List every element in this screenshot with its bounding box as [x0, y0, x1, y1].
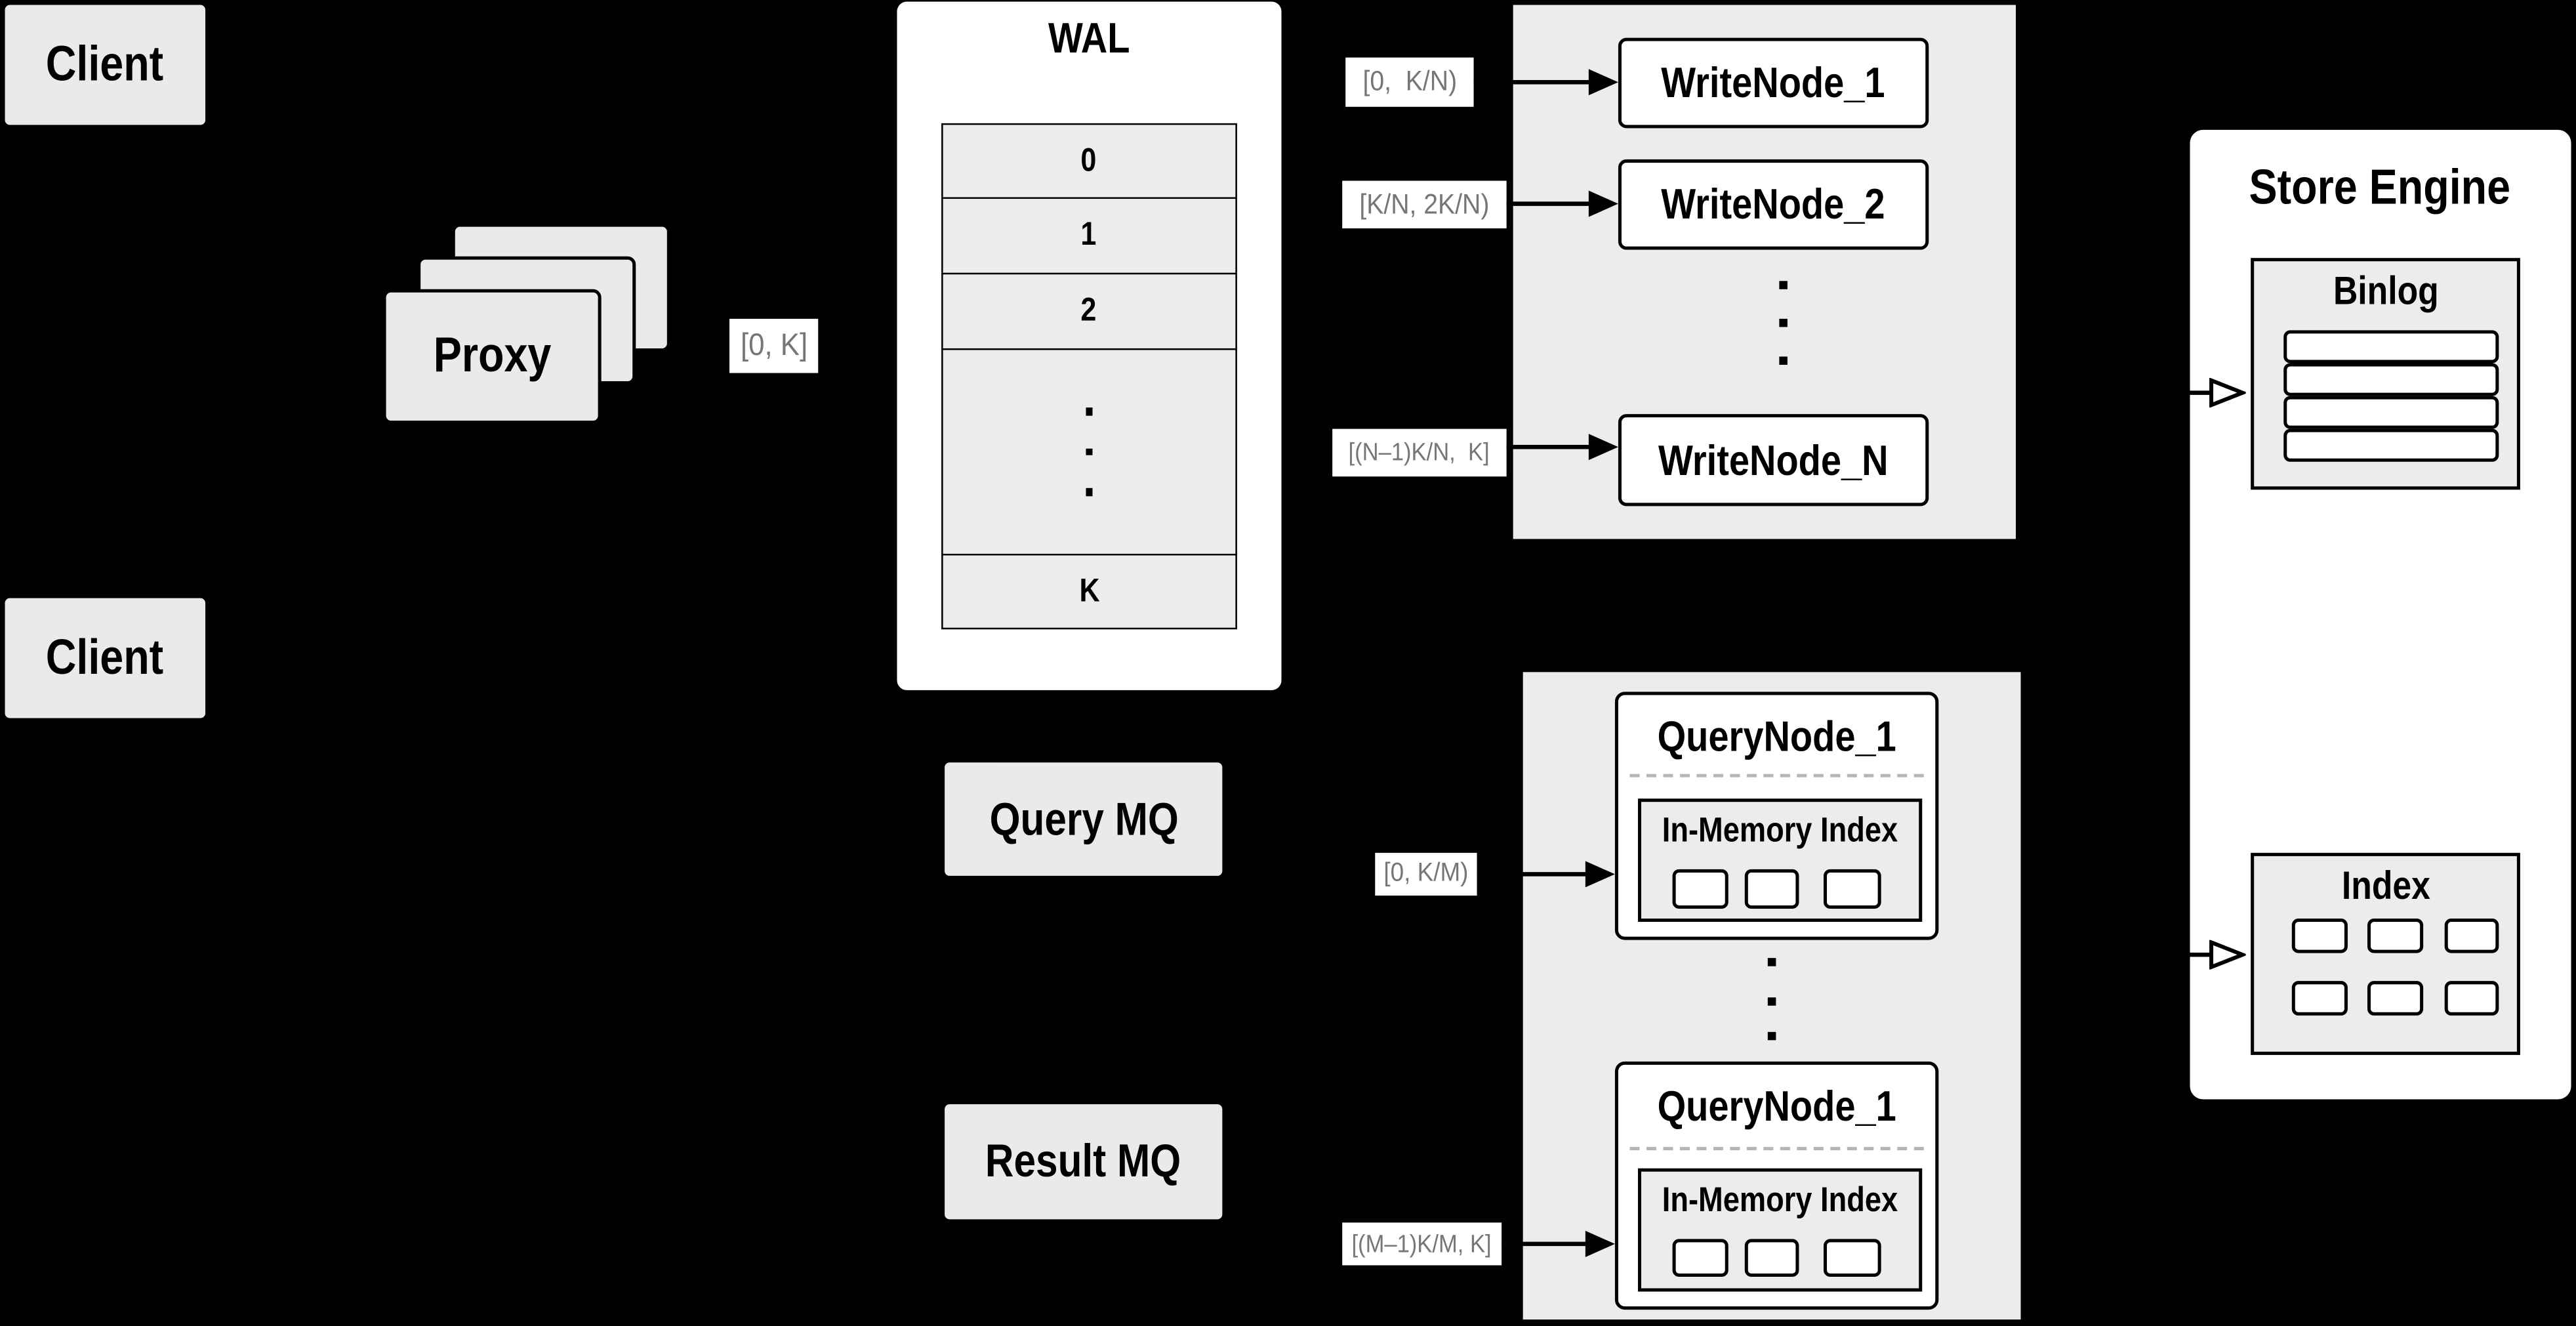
client-top-label: Client [46, 37, 165, 91]
proxy-label: Proxy [433, 328, 551, 383]
ellipsis-dot [1779, 356, 1787, 364]
ellipsis-dot [1085, 407, 1094, 416]
binlog-box: Binlog [2251, 258, 2520, 490]
write-node-n-box: WriteNode_N [1618, 414, 1929, 507]
index-cell [2367, 981, 2424, 1016]
arrow-to-write-node-1 [1473, 69, 1618, 96]
proxy-box: Proxy [382, 289, 602, 425]
in-memory-index-top-title: In-Memory Index [1662, 812, 1898, 850]
ellipsis-dot [1779, 281, 1787, 289]
client-box-top: Client [5, 5, 206, 125]
ellipsis-dot [1085, 488, 1094, 496]
binlog-row [2283, 330, 2499, 363]
index-cell [2444, 981, 2499, 1016]
index-cell [2444, 919, 2499, 953]
result-mq-box: Result MQ [945, 1104, 1223, 1220]
edge-label-mq-to-querynode-1: [0, K/M) [1375, 852, 1477, 896]
query-mq-box: Query MQ [945, 762, 1223, 876]
in-memory-index-box-top: In-Memory Index [1637, 798, 1923, 922]
write-node-2-label: WriteNode_2 [1661, 178, 1886, 229]
write-node-1-box: WriteNode_1 [1618, 37, 1929, 129]
arrow-to-write-node-n [1506, 434, 1618, 461]
query-node-top-box: QueryNode_1 In-Memory Index [1614, 692, 1939, 940]
binlog-title: Binlog [2333, 269, 2438, 314]
wal-row-2: 2 [941, 272, 1237, 350]
wal-row-1: 1 [941, 197, 1237, 275]
store-engine-title: Store Engine [2249, 161, 2512, 216]
edge-label-wal-to-writenode-1: [0, K/N) [1345, 57, 1474, 107]
result-mq-label: Result MQ [985, 1135, 1181, 1187]
write-node-2-box: WriteNode_2 [1618, 159, 1929, 250]
wal-row-ellipsis [941, 348, 1237, 556]
wal-title: WAL [1048, 12, 1130, 62]
index-box: Index [2251, 852, 2520, 1055]
segment-cell [1744, 1239, 1799, 1277]
client-bottom-label: Client [46, 630, 165, 685]
write-node-n-label: WriteNode_N [1658, 434, 1889, 484]
ellipsis-dot [1085, 448, 1094, 456]
store-engine-box: Store Engine Binlog Index [2190, 129, 2571, 1100]
in-memory-index-bottom-title: In-Memory Index [1662, 1181, 1898, 1220]
ellipsis-dot [1779, 318, 1787, 327]
query-mq-label: Query MQ [989, 793, 1178, 844]
edge-label-proxy-to-wal-text: [0, K] [740, 327, 808, 363]
binlog-row [2283, 396, 2499, 429]
segment-cell [1744, 869, 1799, 909]
segment-cell [1823, 869, 1881, 909]
wal-box: WAL 0 1 2 K [897, 1, 1282, 690]
in-memory-index-box-bottom: In-Memory Index [1637, 1168, 1923, 1292]
wal-row-0: 0 [941, 123, 1237, 199]
edge-label-proxy-to-wal: [0, K] [729, 318, 819, 373]
edge-label-wal-to-writenode-n: [(N–1)K/N, K] [1332, 428, 1507, 477]
ellipsis-dot [1767, 997, 1776, 1005]
binlog-row [2283, 428, 2499, 462]
edge-label-mq-to-querynode-m: [(M–1)K/M, K] [1342, 1222, 1502, 1266]
index-cell [2291, 981, 2348, 1016]
wal-row-k: K [941, 554, 1237, 630]
index-title: Index [2341, 864, 2430, 909]
binlog-row [2283, 363, 2499, 396]
open-arrow-to-binlog [2186, 378, 2246, 408]
segment-cell [1672, 869, 1728, 909]
ellipsis-dot [1767, 958, 1776, 966]
segment-cell [1672, 1239, 1728, 1277]
index-cell [2291, 919, 2348, 953]
query-node-bottom-title: QueryNode_1 [1657, 1080, 1896, 1130]
query-node-bottom-box: QueryNode_1 In-Memory Index [1614, 1061, 1939, 1310]
dashed-separator [1629, 1147, 1924, 1151]
client-box-bottom: Client [5, 598, 206, 718]
index-cell [2367, 919, 2424, 953]
segment-cell [1823, 1239, 1881, 1277]
arrow-to-query-node-top [1477, 861, 1615, 888]
write-node-1-label: WriteNode_1 [1661, 57, 1886, 107]
ellipsis-dot [1767, 1031, 1776, 1040]
edge-label-wal-to-writenode-2: [K/N, 2K/N) [1342, 180, 1507, 229]
query-node-top-title: QueryNode_1 [1657, 711, 1896, 760]
arrow-to-write-node-2 [1506, 190, 1618, 217]
dashed-separator [1629, 774, 1924, 777]
arrow-to-query-node-bottom [1502, 1230, 1615, 1257]
open-arrow-to-index [2186, 940, 2246, 970]
